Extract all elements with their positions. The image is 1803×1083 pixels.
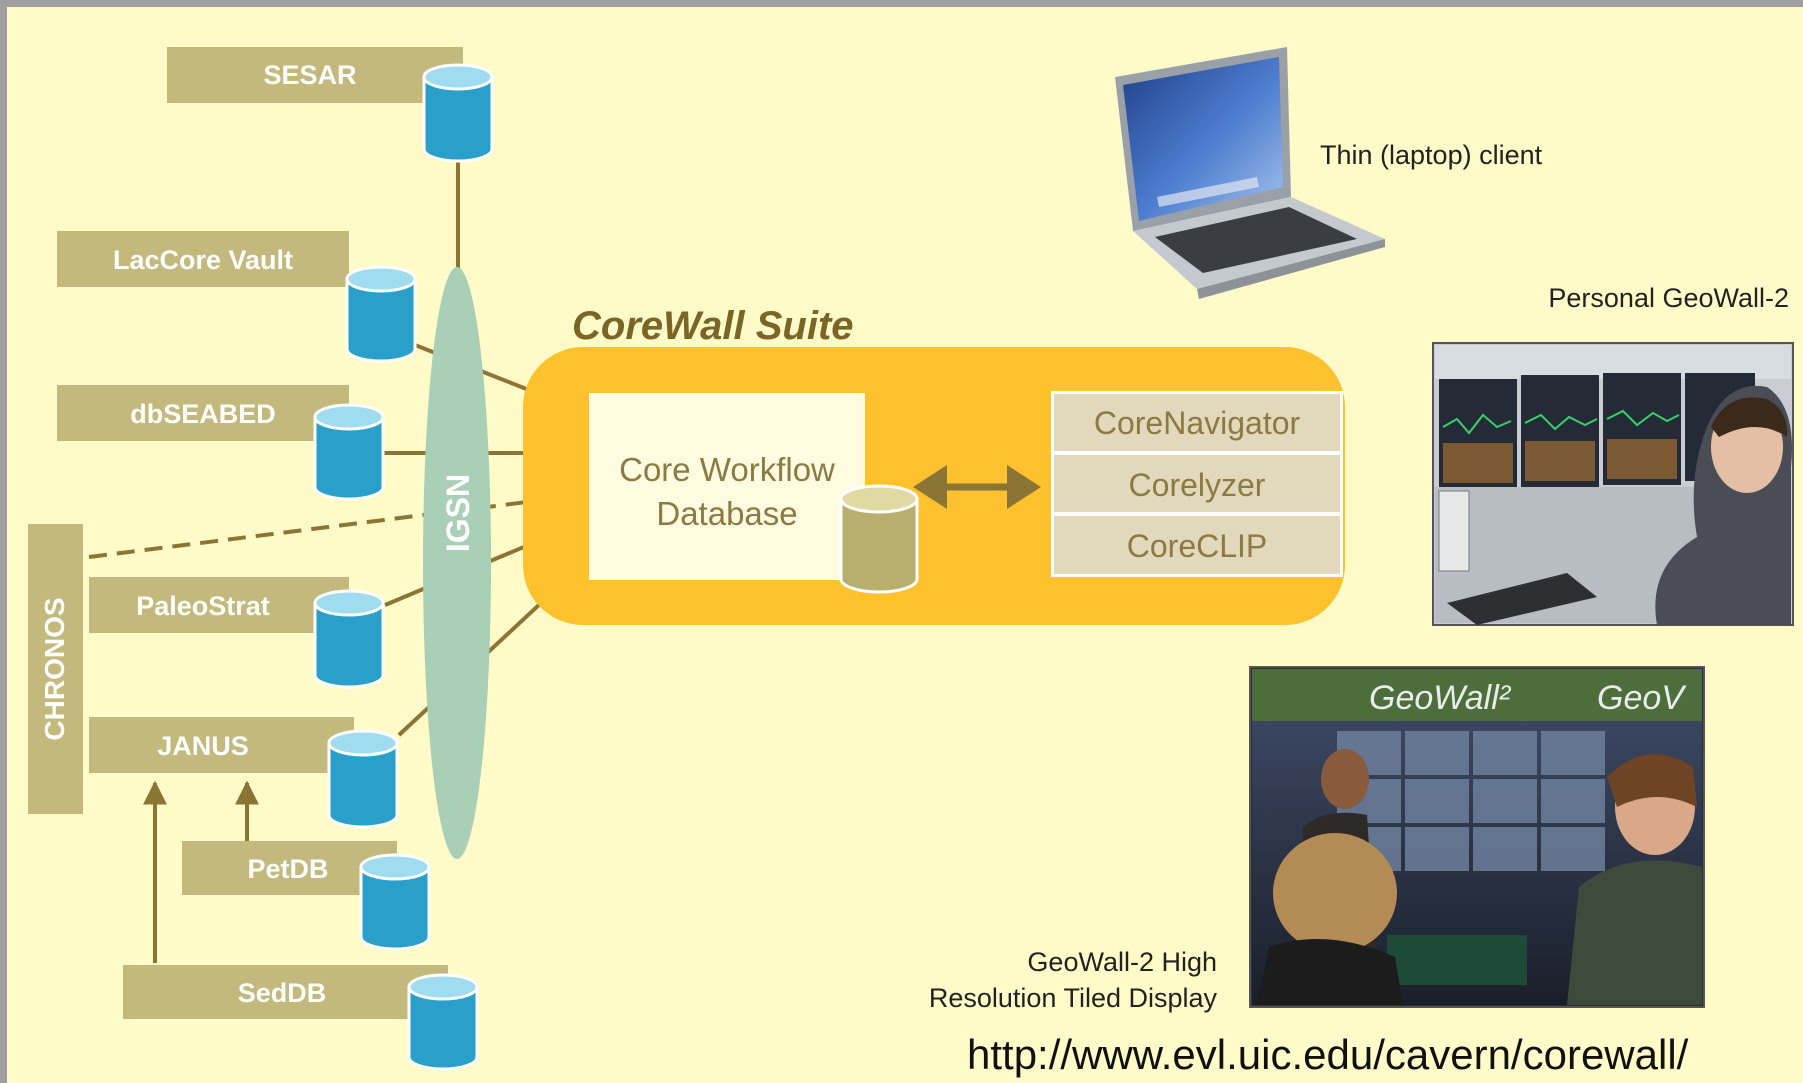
corewall-diagram: CHRONOS IGSN SESAR LacCore Vault dbSEABE… — [28, 47, 1794, 1078]
source-paleostrat: PaleoStrat — [89, 577, 349, 633]
project-url: http://www.evl.uic.edu/cavern/corewall/ — [967, 1031, 1689, 1078]
workflow-db-cylinder-icon — [839, 484, 919, 594]
double-arrow — [913, 465, 1041, 509]
geowall-banner-2: GeoV — [1597, 679, 1687, 717]
source-seddb-label: SedDB — [238, 978, 327, 1008]
database-icon-petdb — [359, 853, 431, 951]
chronos-bar: CHRONOS — [28, 524, 83, 814]
workflow-db-line1: Core Workflow — [619, 451, 835, 488]
source-laccore: LacCore Vault — [57, 231, 349, 287]
source-janus: JANUS — [89, 717, 354, 773]
tools-stack: CoreNavigator Corelyzer CoreCLIP — [1051, 391, 1343, 577]
igsn-label: IGSN — [440, 474, 476, 552]
laptop-caption: Thin (laptop) client — [1320, 140, 1543, 170]
geowall-tiled-photo: GeoWall² GeoV — [1249, 666, 1705, 1008]
tool-corelyzer: Corelyzer — [1129, 467, 1266, 503]
database-icon-seddb — [407, 973, 479, 1071]
tool-coreclip: CoreCLIP — [1127, 528, 1268, 564]
source-petdb-label: PetDB — [247, 854, 328, 884]
workflow-database: Core Workflow Database — [589, 393, 919, 594]
diagram-canvas: CHRONOS IGSN SESAR LacCore Vault dbSEABE… — [7, 7, 1803, 1083]
source-paleostrat-label: PaleoStrat — [136, 591, 270, 621]
laptop-image — [1115, 47, 1385, 299]
source-janus-label: JANUS — [157, 731, 249, 761]
source-sesar-label: SESAR — [263, 60, 356, 90]
database-icon-laccore — [345, 265, 417, 363]
suite-title: CoreWall Suite — [572, 304, 854, 348]
source-seddb: SedDB — [123, 965, 448, 1019]
database-cylinders — [313, 63, 494, 1071]
personal-geowall-caption: Personal GeoWall-2 — [1548, 283, 1789, 313]
database-icon-sesar — [422, 63, 494, 163]
chronos-label: CHRONOS — [39, 597, 70, 740]
geowall-caption-line2: Resolution Tiled Display — [929, 983, 1218, 1013]
database-icon-janus — [327, 729, 399, 829]
geowall-banner-1: GeoWall² — [1369, 679, 1512, 717]
source-dbseabed: dbSEABED — [57, 385, 349, 441]
igsn-hub: IGSN — [423, 267, 491, 859]
personal-geowall-photo — [1432, 342, 1794, 626]
workflow-db-line2: Database — [656, 495, 797, 532]
database-icon-dbseabed — [313, 403, 385, 501]
geowall-caption-line1: GeoWall-2 High — [1027, 947, 1217, 977]
source-dbseabed-label: dbSEABED — [130, 399, 276, 429]
source-laccore-label: LacCore Vault — [113, 245, 293, 275]
database-icon-paleostrat — [313, 589, 385, 689]
tool-corenavigator: CoreNavigator — [1094, 405, 1301, 441]
source-sesar: SESAR — [167, 47, 463, 103]
